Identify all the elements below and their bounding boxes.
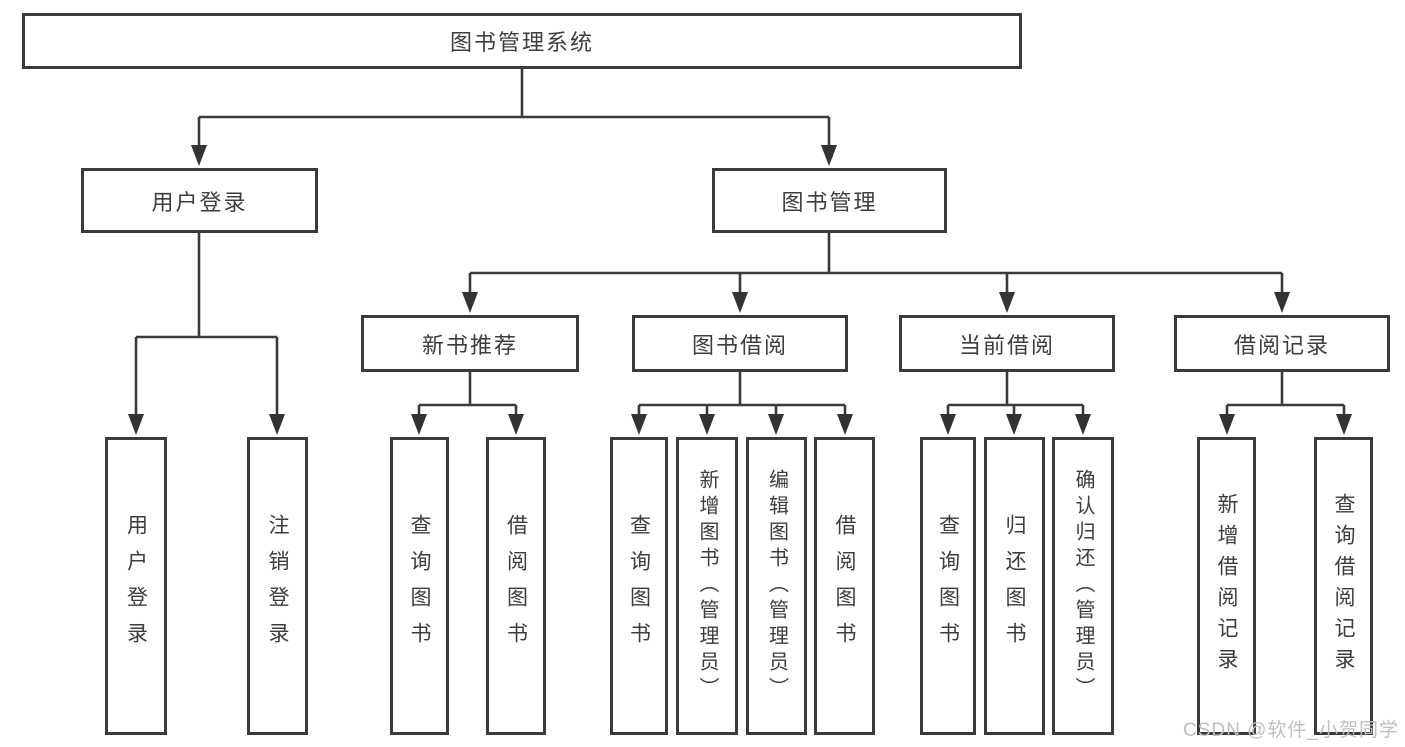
node-label: 查询借阅记录 (1332, 493, 1355, 679)
leaf-return-books: 归还图书 (984, 437, 1045, 735)
node-label: 确认归还（管理员） (1072, 469, 1094, 703)
node-label: 查询图书 (408, 514, 431, 658)
arrowhead-icon (462, 292, 478, 313)
node-root-system: 图书管理系统 (22, 13, 1022, 69)
connector-line (468, 233, 1284, 308)
arrowhead-icon (1219, 414, 1235, 435)
connector-line (417, 372, 518, 430)
arrowhead-icon (1075, 414, 1091, 435)
leaf-logout: 注销登录 (247, 437, 308, 735)
node-label: 新增借阅记录 (1215, 493, 1238, 679)
arrowhead-icon (269, 414, 285, 435)
arrowhead-icon (191, 145, 207, 166)
leaf-query-books-recommend: 查询图书 (390, 437, 449, 735)
node-label: 新增图书（管理员） (696, 469, 718, 703)
node-label: 归还图书 (1003, 514, 1026, 658)
node-label: 用户登录 (124, 514, 148, 658)
arrowhead-icon (837, 414, 853, 435)
leaf-edit-books-admin: 编辑图书（管理员） (746, 437, 807, 735)
leaf-user-login: 用户登录 (105, 437, 167, 735)
arrowhead-icon (999, 292, 1015, 313)
arrowhead-icon (128, 414, 144, 435)
borrow-branch-connector (631, 372, 853, 435)
arrowhead-icon (732, 292, 748, 313)
book-mgmt-branch-connector (462, 233, 1290, 313)
leaf-add-books-admin: 新增图书（管理员） (676, 437, 738, 735)
node-label: 查询图书 (627, 514, 651, 658)
arrowhead-icon (768, 414, 784, 435)
user-login-branch-connector (128, 233, 285, 435)
node-label: 借阅图书 (504, 514, 528, 658)
connector-line (197, 69, 831, 162)
node-new-book-recommend: 新书推荐 (361, 315, 579, 372)
node-label: 借阅记录 (1233, 332, 1330, 358)
leaf-confirm-return-admin: 确认归还（管理员） (1052, 437, 1114, 735)
node-label: 新书推荐 (421, 332, 518, 358)
node-label: 查询图书 (936, 514, 960, 658)
root-to-level2-connector (191, 69, 837, 166)
node-label: 编辑图书（管理员） (765, 469, 788, 703)
node-current-borrow: 当前借阅 (899, 315, 1115, 372)
leaf-borrow-books: 借阅图书 (814, 437, 875, 735)
node-label: 图书管理 (781, 189, 878, 215)
arrowhead-icon (821, 145, 837, 166)
arrowhead-icon (1006, 414, 1022, 435)
node-borrow-records: 借阅记录 (1174, 315, 1390, 372)
leaf-add-borrow-record: 新增借阅记录 (1197, 437, 1256, 735)
node-user-login: 用户登录 (81, 168, 318, 233)
arrowhead-icon (631, 414, 647, 435)
arrowhead-icon (411, 414, 427, 435)
arrowhead-icon (508, 414, 524, 435)
new-books-branch-connector (411, 372, 524, 435)
node-book-management: 图书管理 (712, 168, 947, 233)
arrowhead-icon (940, 414, 956, 435)
leaf-borrow-books-recommend: 借阅图书 (486, 437, 546, 735)
node-label: 借阅图书 (833, 514, 856, 658)
leaf-query-books-current: 查询图书 (920, 437, 976, 735)
node-book-borrow: 图书借阅 (632, 315, 848, 372)
records-branch-connector (1219, 372, 1352, 435)
leaf-query-borrow-record: 查询借阅记录 (1314, 437, 1373, 735)
csdn-watermark: CSDN @软件_小贺同学 (1183, 720, 1399, 741)
connector-line (637, 372, 847, 430)
node-label: 当前借阅 (958, 332, 1055, 358)
node-label: 图书借阅 (691, 332, 788, 358)
current-branch-connector (940, 372, 1091, 435)
leaf-query-books-borrow: 查询图书 (610, 437, 668, 735)
connector-line (1225, 372, 1346, 430)
arrowhead-icon (699, 414, 715, 435)
node-label: 注销登录 (266, 514, 289, 658)
node-label: 用户登录 (151, 189, 248, 215)
arrowhead-icon (1274, 292, 1290, 313)
node-label: 图书管理系统 (449, 30, 594, 55)
connector-line (134, 233, 279, 430)
arrowhead-icon (1336, 414, 1352, 435)
